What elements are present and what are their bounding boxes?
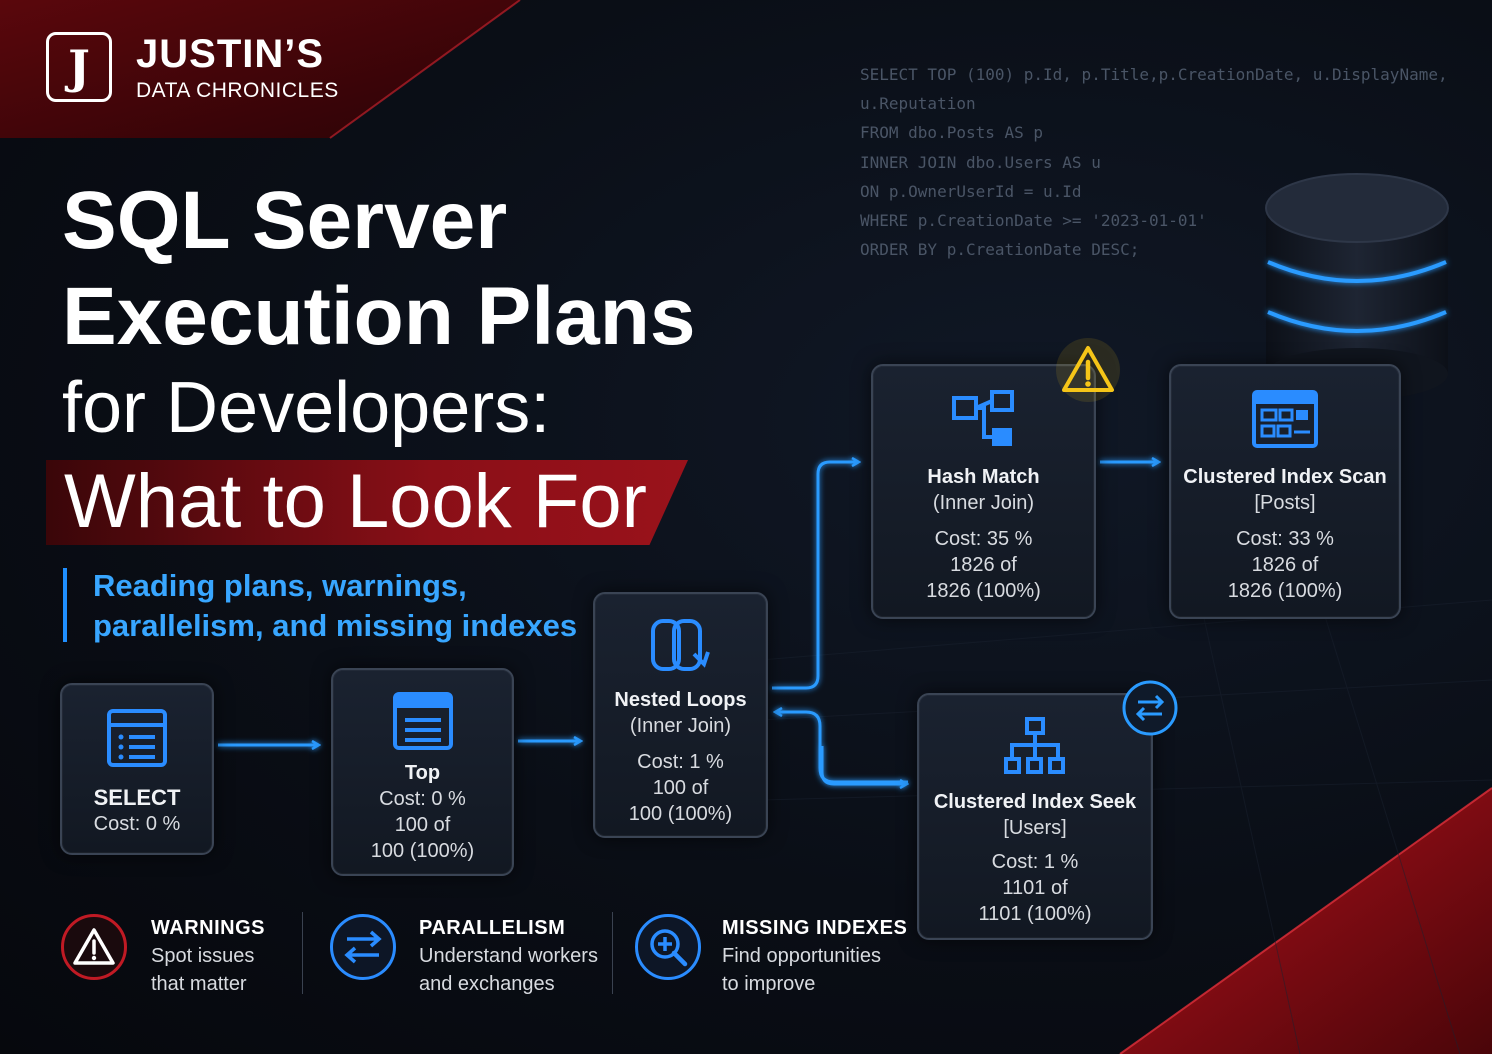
hash-match-icon — [951, 390, 1014, 446]
node-name: Top — [404, 762, 441, 784]
node-name: Hash Match — [927, 466, 1040, 488]
node-cost: Cost: 1 % — [991, 851, 1079, 873]
brand-mark: J — [68, 40, 90, 94]
node-cost: Cost: 1 % — [637, 751, 724, 773]
subtitle: Reading plans, warnings, parallelism, an… — [93, 566, 577, 646]
node-name: Nested Loops — [614, 689, 747, 711]
node-cost: Cost: 33 % — [1236, 528, 1334, 550]
legend-desc-line: Spot issues — [151, 945, 255, 967]
subtitle-accent-bar — [63, 568, 67, 642]
node-rows: 1101 of — [1002, 877, 1068, 899]
node-name: SELECT — [93, 785, 181, 810]
node-subtitle: [Users] — [1003, 817, 1067, 839]
subtitle-line-1: Reading plans, warnings, — [93, 568, 467, 603]
legend-desc-line: and exchanges — [419, 973, 555, 995]
legend-desc-line: Understand workers — [419, 945, 598, 967]
node-top[interactable]: Top Cost: 0 % 100 of 100 (100%) — [331, 668, 514, 876]
brand-name: JUSTIN’S — [136, 32, 325, 76]
sql-line: ORDER BY p.CreationDate DESC; — [860, 240, 1140, 260]
index-scan-icon — [1252, 390, 1318, 448]
title-highlight — [46, 460, 688, 545]
node-subtitle: (Inner Join) — [932, 492, 1035, 514]
node-rows: 100 of — [652, 777, 709, 799]
legend-separator — [612, 912, 613, 994]
parallelism-icon[interactable] — [1120, 678, 1180, 738]
warning-icon — [73, 928, 115, 965]
legend-parallelism-icon — [330, 914, 396, 980]
node-rows: 1826 of — [1251, 554, 1319, 576]
sql-line: ON p.OwnerUserId = u.Id — [860, 181, 1082, 201]
title-line-1: SQL Server — [62, 175, 508, 266]
index-seek-icon — [1004, 717, 1065, 774]
node-rows: 1101 (100%) — [978, 903, 1092, 925]
node-clustered-index-seek[interactable]: Clustered Index Seek [Users] Cost: 1 % 1… — [917, 693, 1153, 940]
legend-missing-indexes-icon — [635, 914, 701, 980]
sql-line: FROM dbo.Posts AS p — [860, 123, 1044, 143]
node-rows: 100 (100%) — [370, 840, 475, 862]
node-rows: 100 of — [394, 814, 451, 836]
parallelism-icon — [344, 930, 382, 964]
warning-icon[interactable] — [1052, 336, 1124, 402]
node-subtitle: (Inner Join) — [629, 715, 732, 737]
top-left-banner — [0, 0, 520, 138]
legend-desc: Understand workers and exchanges — [419, 942, 598, 998]
legend-desc: Spot issues that matter — [151, 942, 254, 998]
legend-desc: Find opportunities to improve — [722, 942, 881, 998]
node-name: Clustered Index Scan — [1183, 466, 1387, 488]
legend-title: MISSING INDEXES — [722, 917, 908, 939]
title-line-2: Execution Plans — [62, 271, 696, 362]
node-cost: Cost: 0 % — [379, 788, 466, 810]
node-name: Clustered Index Seek — [933, 791, 1137, 813]
node-cost: Cost: 35 % — [934, 528, 1033, 550]
sql-line: INNER JOIN dbo.Users AS u — [860, 152, 1101, 172]
node-hash-match[interactable]: Hash Match (Inner Join) Cost: 35 % 1826 … — [871, 364, 1096, 619]
node-clustered-index-scan[interactable]: Clustered Index Scan [Posts] Cost: 33 % … — [1169, 364, 1401, 619]
sql-code: SELECT TOP (100) p.Id, p.Title,p.Creatio… — [860, 60, 1448, 264]
title-line-3: for Developers: — [62, 368, 551, 448]
node-nested-loops[interactable]: Nested Loops (Inner Join) Cost: 1 % 100 … — [593, 592, 768, 838]
select-icon — [107, 709, 167, 767]
nested-loops-icon — [650, 619, 710, 671]
node-subtitle: [Posts] — [1254, 492, 1316, 514]
legend-desc-line: to improve — [722, 973, 816, 995]
sql-line: WHERE p.CreationDate >= '2023-01-01' — [860, 211, 1207, 231]
top-icon — [392, 692, 453, 750]
legend-desc-line: that matter — [151, 973, 247, 995]
node-rows: 1826 (100%) — [1227, 580, 1343, 602]
node-rows: 1826 (100%) — [926, 580, 1041, 602]
node-rows: 100 (100%) — [628, 803, 733, 825]
legend-warning-icon — [61, 914, 127, 980]
title-line-4: What to Look For — [64, 459, 647, 544]
legend-separator — [302, 912, 303, 994]
node-rows: 1826 of — [950, 554, 1017, 576]
legend-title: WARNINGS — [151, 917, 265, 939]
legend-desc-line: Find opportunities — [722, 945, 881, 967]
subtitle-line-2: parallelism, and missing indexes — [93, 608, 578, 643]
brand-logo: J — [46, 32, 112, 102]
sql-line: SELECT TOP (100) p.Id, p.Title,p.Creatio… — [860, 65, 1448, 84]
node-select[interactable]: SELECT Cost: 0 % — [60, 683, 214, 855]
magnifier-plus-icon — [650, 929, 688, 967]
legend-title: PARALLELISM — [419, 917, 566, 939]
plan-connectors — [218, 462, 1158, 784]
brand-subtitle: DATA CHRONICLES — [136, 79, 339, 102]
node-cost: Cost: 0 % — [93, 813, 181, 835]
sql-line: u.Reputation — [860, 94, 976, 114]
